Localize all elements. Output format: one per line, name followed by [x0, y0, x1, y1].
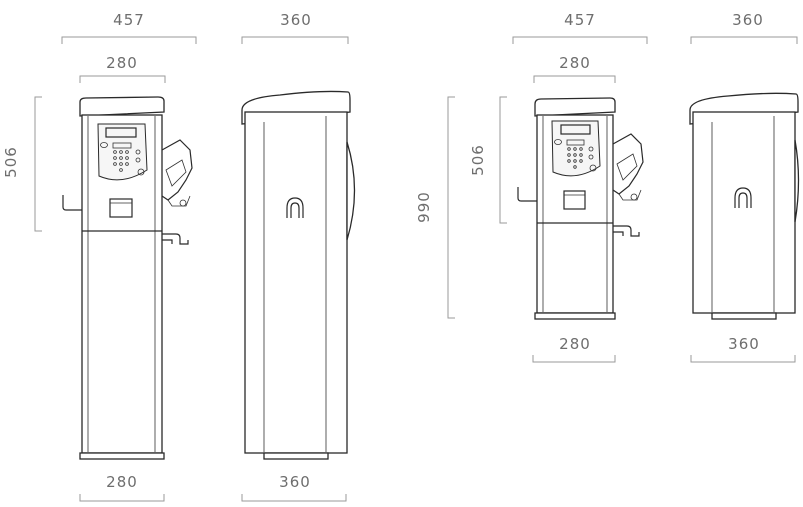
short-side-body — [692, 111, 796, 314]
dim-short-front-side-outer: 990 — [415, 191, 433, 223]
dim-short-front-side-inner: 506 — [469, 144, 487, 176]
tall-front-keypad — [100, 142, 141, 172]
tall-front-slot — [109, 198, 133, 218]
tall-front-view: 457 280 506 — [2, 11, 197, 460]
dim-short-side-top: 360 — [732, 11, 764, 29]
tall-side-view: 360 360 — [241, 11, 356, 502]
dim-tall-side-top: 360 — [280, 11, 312, 29]
dim-tall-side-bottom: 360 — [279, 473, 311, 491]
short-front-hook — [517, 187, 537, 202]
dim-short-side-bottom: 360 — [728, 335, 760, 353]
dim-line-short-front-side-inner — [499, 96, 507, 224]
dim-line-tall-side-bottom — [241, 494, 347, 502]
tall-front-nozzle — [161, 139, 193, 201]
tall-side-reel — [346, 141, 356, 241]
tall-front-hook — [62, 195, 82, 211]
short-front-keypad — [554, 139, 594, 169]
dim-line-short-front-top-inner — [533, 75, 616, 83]
dim-line-short-front-side-outer — [447, 96, 455, 319]
tall-front-cap — [79, 96, 165, 117]
dim-line-tall-front-top-outer — [61, 36, 197, 44]
dim-line-tall-front-top-inner — [79, 75, 166, 83]
short-side-handle — [734, 187, 752, 208]
tall-front-base — [79, 452, 165, 460]
short-side-reel — [794, 139, 800, 223]
dim-line-tall-side-top — [241, 36, 349, 44]
dim-line-tall-front-bottom — [79, 494, 165, 502]
dim-tall-front-bottom: 280 — [106, 473, 138, 491]
short-front-cap — [534, 97, 616, 117]
short-side-base — [711, 312, 777, 320]
dim-short-front-bottom: 280 — [559, 335, 591, 353]
dim-short-front-top-inner: 280 — [559, 54, 591, 72]
dim-line-short-front-top-outer — [512, 36, 648, 44]
tall-front-display — [105, 127, 137, 138]
dim-line-short-side-bottom — [690, 355, 796, 363]
short-front-display — [560, 124, 591, 135]
tall-side-body — [244, 111, 348, 454]
short-front-view: 457 280 990 506 — [415, 11, 648, 363]
dim-line-short-side-top — [690, 36, 798, 44]
dim-tall-front-top-inner: 280 — [106, 54, 138, 72]
short-side-view: 360 360 — [689, 11, 800, 363]
dim-tall-front-side: 506 — [2, 146, 20, 178]
dim-line-tall-front-side — [34, 96, 42, 232]
tall-front-tap — [162, 233, 189, 245]
dim-tall-front-top-outer: 457 — [113, 11, 145, 29]
tall-front-bottom-dim: 280 — [79, 473, 165, 502]
short-front-tap — [613, 225, 640, 237]
dim-line-short-front-bottom — [532, 355, 616, 363]
short-front-nozzle — [612, 133, 644, 195]
tall-side-handle — [286, 197, 304, 218]
dim-short-front-top-outer: 457 — [564, 11, 596, 29]
tall-side-base — [263, 452, 329, 460]
short-front-slot — [563, 190, 586, 210]
short-front-base — [534, 312, 616, 320]
